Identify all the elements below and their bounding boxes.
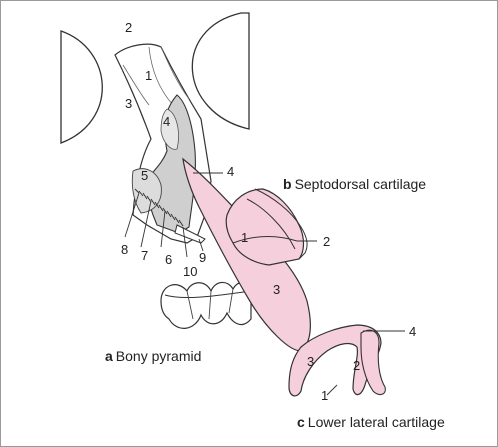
bony-label-5: 5: [141, 168, 149, 183]
caption-letter-a: a: [105, 348, 113, 364]
septodorsal-label-4: 4: [227, 164, 235, 179]
leader-lines: [124, 172, 405, 396]
anterior-nasal-spine: [174, 224, 206, 244]
lower-lateral-label-3: 3: [307, 354, 315, 369]
cartilage-edge: [232, 198, 298, 250]
bony-label-9: 9: [199, 250, 207, 265]
medial-crus: [360, 329, 386, 396]
bony-label-7: 7: [141, 248, 149, 263]
bony-label-2: 2: [125, 20, 133, 35]
caption-text-c: Lower lateral cartilage: [307, 414, 445, 430]
teeth-outline: [160, 281, 252, 329]
teeth-gumline: [164, 290, 252, 299]
left-orbit: [60, 30, 103, 144]
septodorsal-label-1: 1: [241, 230, 249, 245]
bony-label-1: 1: [145, 68, 153, 83]
septodorsal-label-3: 3: [273, 282, 281, 297]
cartilage-fold: [254, 188, 308, 260]
nasal-bone-detail: [122, 46, 190, 106]
maxillary-crest-teeth: [134, 188, 184, 227]
lower-lateral-label-4: 4: [409, 324, 417, 339]
lower-lateral-label-2: 2: [353, 358, 361, 373]
caption-letter-b: b: [283, 176, 292, 192]
caption-text-b: Septodorsal cartilage: [294, 176, 427, 192]
bony-label-4: 4: [163, 114, 171, 129]
bony-label-8: 8: [121, 242, 129, 257]
bony-label-10: 10: [183, 264, 198, 279]
inferior-turbinate: [131, 168, 162, 214]
lower-lateral-label-1: 1: [321, 388, 329, 403]
septodorsal-label-2: 2: [323, 234, 331, 249]
teeth-separators: [186, 288, 234, 320]
right-orbit: [191, 12, 250, 130]
aperture-inner: [160, 108, 179, 150]
bony-label-6: 6: [165, 252, 173, 267]
lower-lateral-cartilage: [288, 324, 382, 397]
caption-letter-c: c: [297, 414, 305, 430]
bony-label-3: 3: [125, 96, 133, 111]
caption-text-a: Bony pyramid: [115, 348, 202, 364]
